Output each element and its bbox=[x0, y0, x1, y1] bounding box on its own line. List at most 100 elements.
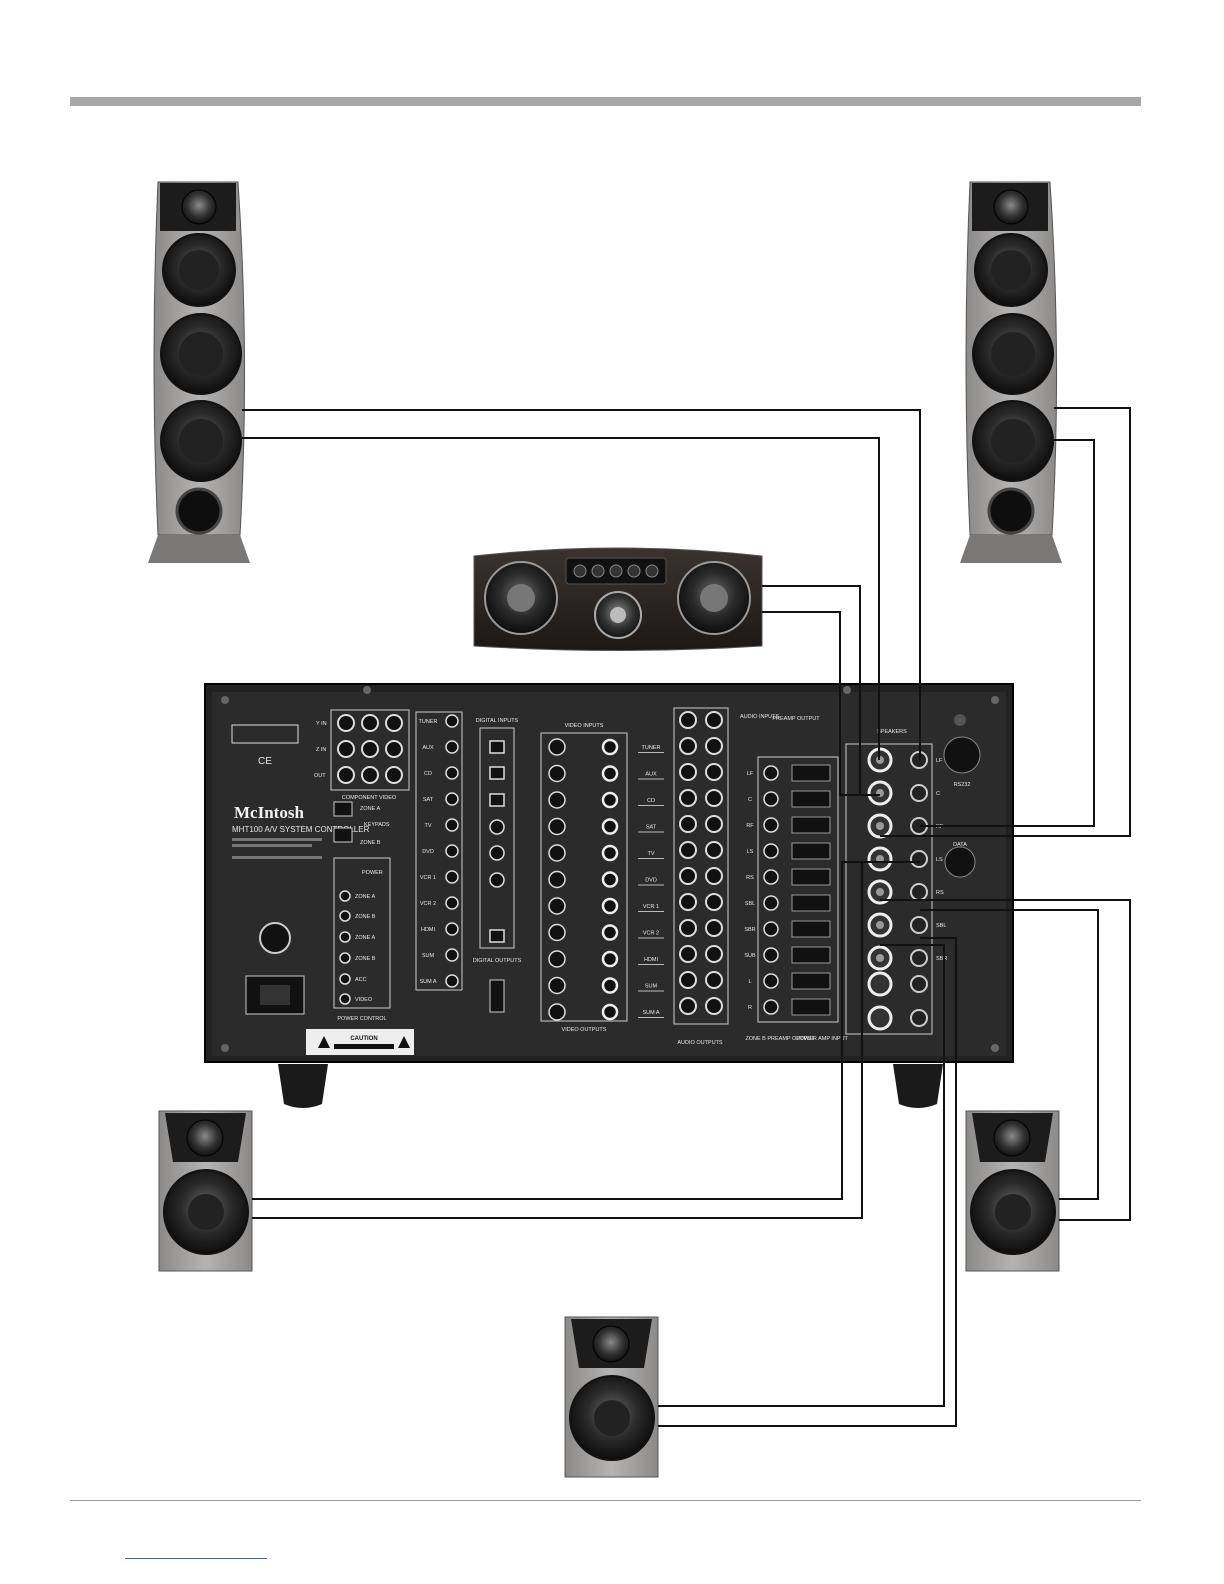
audio-rca-jack bbox=[705, 971, 723, 989]
preamp-jack bbox=[763, 895, 779, 911]
footer-rule bbox=[70, 1500, 1141, 1501]
svideo-jack bbox=[548, 791, 566, 809]
wire-front-right-negative bbox=[920, 439, 1095, 827]
jumper-plug bbox=[791, 894, 831, 912]
audio-input-jack bbox=[445, 922, 459, 936]
svg-text:RS232: RS232 bbox=[954, 782, 971, 788]
audio-input-label: DVD bbox=[422, 849, 434, 855]
preamp-jack bbox=[763, 817, 779, 833]
back-surround-speaker bbox=[564, 1316, 659, 1478]
zone-b-terminal bbox=[867, 971, 893, 997]
receiver-back-panel: CE Y IN Z IN OUT COMPONENT VIDEO McIntos… bbox=[204, 683, 1014, 1108]
speaker-terminal-label: LF bbox=[936, 758, 943, 764]
speaker-terminal-label: LS bbox=[936, 857, 943, 863]
audio-rca-jack bbox=[705, 711, 723, 729]
audio-rca-jack bbox=[679, 945, 697, 963]
audio-rca-jack bbox=[705, 737, 723, 755]
input-name-label: VCR 2 bbox=[643, 931, 659, 937]
jumper-plug bbox=[791, 790, 831, 808]
jumper-plug bbox=[791, 946, 831, 964]
svideo-jack bbox=[548, 1003, 566, 1021]
input-name-label: SUM bbox=[645, 984, 658, 990]
svg-text:VIDEO: VIDEO bbox=[355, 997, 373, 1003]
audio-input-jack bbox=[445, 714, 459, 728]
svg-text:DATA: DATA bbox=[953, 842, 967, 848]
audio-input-jack bbox=[445, 792, 459, 806]
audio-input-jack bbox=[445, 740, 459, 754]
component-video-label: COMPONENT VIDEO bbox=[342, 795, 397, 801]
brand-label: McIntosh bbox=[234, 803, 304, 822]
audio-input-jack bbox=[445, 766, 459, 780]
component-row-label: Z IN bbox=[316, 747, 326, 753]
composite-video-jack bbox=[601, 1003, 619, 1021]
channel-label: L bbox=[748, 979, 751, 985]
audio-rca-jack bbox=[679, 789, 697, 807]
audio-rca-jack bbox=[679, 711, 697, 729]
video-input-jacks bbox=[548, 738, 619, 1021]
right-surround-speaker bbox=[965, 1110, 1060, 1272]
zone-b-terminal bbox=[867, 1005, 893, 1031]
preamp-jack bbox=[763, 973, 779, 989]
input-name-label: SUM A bbox=[642, 1010, 659, 1016]
audio-input-label: SAT bbox=[423, 797, 434, 803]
audio-input-label: AUX bbox=[422, 745, 434, 751]
composite-video-jack bbox=[601, 977, 619, 994]
audio-input-jack bbox=[445, 844, 459, 858]
svideo-jack bbox=[548, 844, 566, 862]
audio-rca-jack bbox=[705, 997, 723, 1015]
audio-rca-jack bbox=[679, 737, 697, 755]
audio-input-jack bbox=[445, 870, 459, 884]
jumper-plug bbox=[791, 920, 831, 938]
svideo-jack bbox=[548, 976, 566, 995]
channel-label: LS bbox=[747, 849, 754, 855]
svg-text:ACC: ACC bbox=[355, 977, 367, 983]
audio-rca-jack bbox=[679, 919, 697, 937]
audio-rca-jack bbox=[679, 971, 697, 989]
wire-back-surround-positive bbox=[658, 944, 945, 1407]
video-inputs-label: VIDEO INPUTS bbox=[565, 723, 604, 729]
svg-text:CE: CE bbox=[258, 756, 272, 767]
audio-rca-jack bbox=[705, 789, 723, 807]
preamp-output-label: PREAMP OUTPUT bbox=[772, 716, 820, 722]
caution-label: CAUTION bbox=[350, 1036, 377, 1042]
audio-input-label: TV bbox=[424, 823, 431, 829]
jumper-plug bbox=[791, 972, 831, 990]
zone-b-preamp-label: ZONE B PREAMP OUTPUT bbox=[745, 1036, 815, 1042]
audio-input-label: HDMI bbox=[421, 927, 436, 933]
audio-input-jack bbox=[445, 818, 459, 832]
speaker-terminal-label: RS bbox=[936, 890, 944, 896]
speaker-terminal-label: SBL bbox=[936, 923, 946, 929]
input-name-label: HDMI bbox=[644, 957, 659, 963]
jumper-plug bbox=[791, 868, 831, 886]
input-name-label: VCR 1 bbox=[643, 904, 659, 910]
footer-link-underline bbox=[125, 1558, 267, 1559]
wire-front-right-positive bbox=[880, 407, 1131, 837]
power-label: POWER bbox=[362, 870, 383, 876]
audio-input-jack bbox=[445, 948, 459, 962]
svg-text:ZONE B: ZONE B bbox=[355, 956, 376, 962]
audio-input-jack bbox=[445, 974, 459, 988]
preamp-jack bbox=[763, 999, 779, 1015]
wire-center-positive bbox=[762, 585, 861, 795]
audio-rca-jack bbox=[679, 815, 697, 833]
svg-text:ZONE B: ZONE B bbox=[355, 914, 376, 920]
speaker-terminal-negative bbox=[910, 949, 928, 967]
power-amp-input-label: POWER AMP INPUT bbox=[796, 1036, 848, 1042]
audio-input-label: SUM bbox=[422, 953, 435, 959]
front-right-speaker bbox=[960, 181, 1062, 563]
left-surround-speaker bbox=[158, 1110, 253, 1272]
front-left-speaker bbox=[148, 181, 250, 563]
speaker-terminal-negative bbox=[910, 784, 928, 802]
audio-rca-jack bbox=[705, 763, 723, 781]
audio-rca-jack bbox=[705, 815, 723, 833]
speaker-terminal-negative bbox=[910, 916, 928, 934]
wire-front-left-negative bbox=[242, 437, 880, 760]
channel-label: SUB bbox=[744, 953, 756, 959]
wire-front-left-positive bbox=[242, 409, 921, 760]
jumper-plug bbox=[791, 816, 831, 834]
audio-rca-jack bbox=[679, 841, 697, 859]
